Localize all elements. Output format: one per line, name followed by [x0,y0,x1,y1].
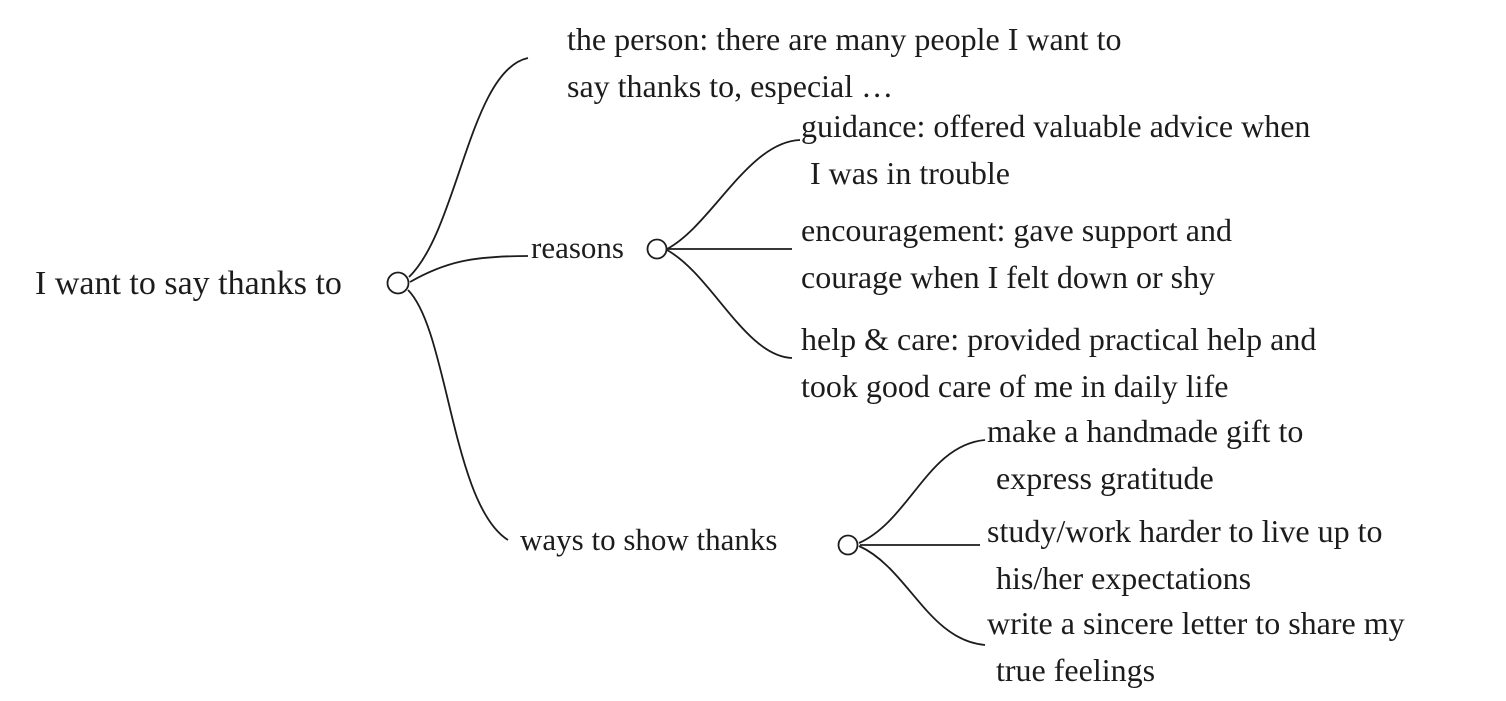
reason-encouragement-line-1: encouragement: gave support and [801,212,1232,248]
connector-root-reasons [409,255,529,283]
connector-reasons-help [666,249,793,359]
reason-guidance-line-1: guidance: offered valuable advice when [801,108,1311,144]
way-handmade-gift-line-1: make a handmade gift to [987,413,1304,449]
ways-node-circle [837,534,859,556]
reason-encouragement: encouragement: gave support and courage … [801,207,1232,301]
way-study-harder-line-1: study/work harder to live up to [987,513,1383,549]
person-line-2: say thanks to, especial … [567,68,894,104]
connector-ways-gift [858,439,986,544]
ways-label: ways to show thanks [520,522,778,557]
reason-help-care: help & care: provided practical help and… [801,316,1316,410]
way-sincere-letter: write a sincere letter to share my true … [987,600,1405,694]
way-sincere-letter-line-2: true feelings [996,652,1156,688]
way-study-harder: study/work harder to live up to his/her … [987,508,1382,602]
root-label: I want to say thanks to [35,265,342,302]
reason-help-care-line-2: took good care of me in daily life [801,368,1229,404]
person-branch-label: the person: there are many people I want… [567,16,1121,110]
reason-help-care-line-1: help & care: provided practical help and [801,321,1317,357]
reason-guidance-line-2: I was in trouble [810,155,1010,191]
reason-guidance: guidance: offered valuable advice when I… [801,103,1310,197]
reason-encouragement-line-2: courage when I felt down or shy [801,259,1216,295]
person-line-1: the person: there are many people I want… [567,21,1122,57]
connector-root-person [408,57,529,278]
connector-ways-letter [858,545,986,646]
connector-reasons-guidance [666,139,801,250]
way-handmade-gift-line-2: express gratitude [996,460,1214,496]
reasons-label: reasons [531,230,624,265]
root-node-circle [386,271,410,295]
way-study-harder-line-2: his/her expectations [996,560,1252,596]
way-sincere-letter-line-1: write a sincere letter to share my [987,605,1405,641]
connector-root-ways [407,289,509,541]
way-handmade-gift: make a handmade gift to express gratitud… [987,408,1303,502]
reasons-node-circle [646,238,668,260]
